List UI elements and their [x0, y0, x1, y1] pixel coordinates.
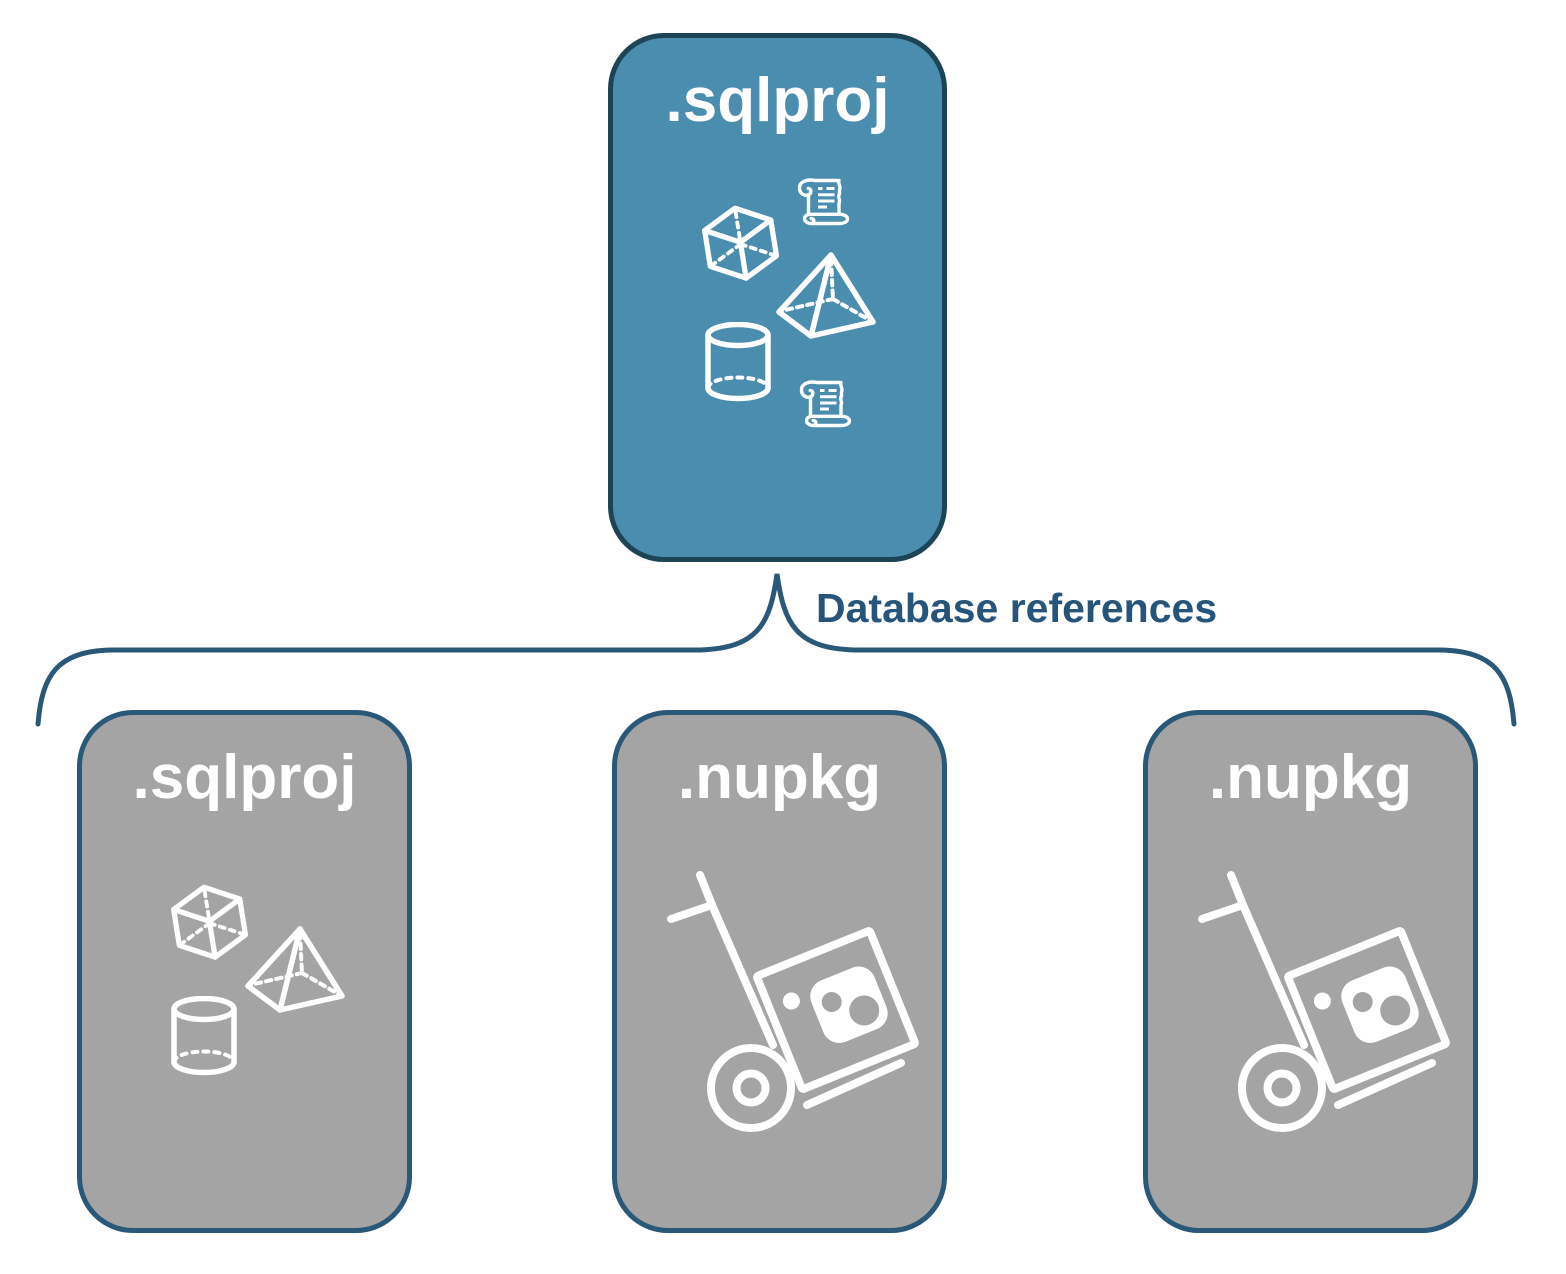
root-box-title: .sqlproj [665, 66, 890, 135]
script-scroll-icon [795, 176, 851, 228]
database-cylinder-icon [704, 322, 772, 404]
child-nupkg-box: .nupkg [1143, 710, 1478, 1233]
child-box-title: .nupkg [677, 743, 882, 812]
root-sqlproj-box: .sqlproj [608, 33, 947, 562]
pyramid-icon [242, 923, 346, 1015]
nuget-package-dolly-icon [655, 853, 921, 1143]
script-scroll-icon [797, 378, 853, 430]
child-nupkg-box: .nupkg [612, 710, 947, 1233]
child-box-title: .nupkg [1208, 743, 1413, 812]
child-sqlproj-box: .sqlproj [77, 710, 412, 1233]
child-box-title: .sqlproj [132, 743, 357, 812]
pyramid-icon [773, 249, 877, 341]
database-cylinder-icon [170, 996, 238, 1078]
nuget-package-dolly-icon [1186, 853, 1452, 1143]
connector-label: Database references [816, 585, 1218, 631]
